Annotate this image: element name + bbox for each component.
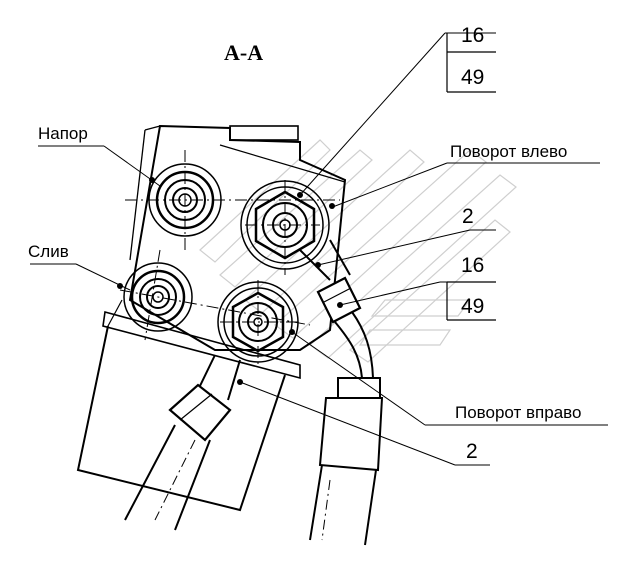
leader-lines	[30, 32, 608, 466]
reference-box-top	[446, 33, 496, 93]
label-povorot-vlevo: Поворот влево	[450, 142, 567, 161]
ref-number-middle-lower: 49	[461, 295, 484, 318]
section-title: А-А	[224, 40, 263, 65]
valve-body	[76, 124, 347, 512]
drain-port-fitting	[123, 262, 193, 332]
turn-left-hose	[299, 239, 384, 546]
reference-box-middle	[446, 281, 496, 321]
leader-dots	[117, 177, 343, 385]
position-number-lower: 2	[466, 440, 478, 463]
label-sliv: Слив	[28, 242, 69, 261]
pressure-port-fitting	[148, 163, 222, 237]
label-povorot-vpravo: Поворот вправо	[455, 403, 581, 422]
turn-left-port-fitting	[240, 180, 330, 270]
position-number-upper: 2	[462, 205, 474, 228]
watermark-logo	[199, 139, 517, 363]
ref-number-middle-upper: 16	[461, 254, 484, 277]
label-napor: Напор	[38, 124, 88, 143]
turn-right-port-fitting	[217, 281, 299, 363]
turn-right-hose	[124, 354, 241, 531]
ref-number-top-lower: 49	[461, 66, 484, 89]
ref-number-top-upper: 16	[461, 24, 484, 47]
